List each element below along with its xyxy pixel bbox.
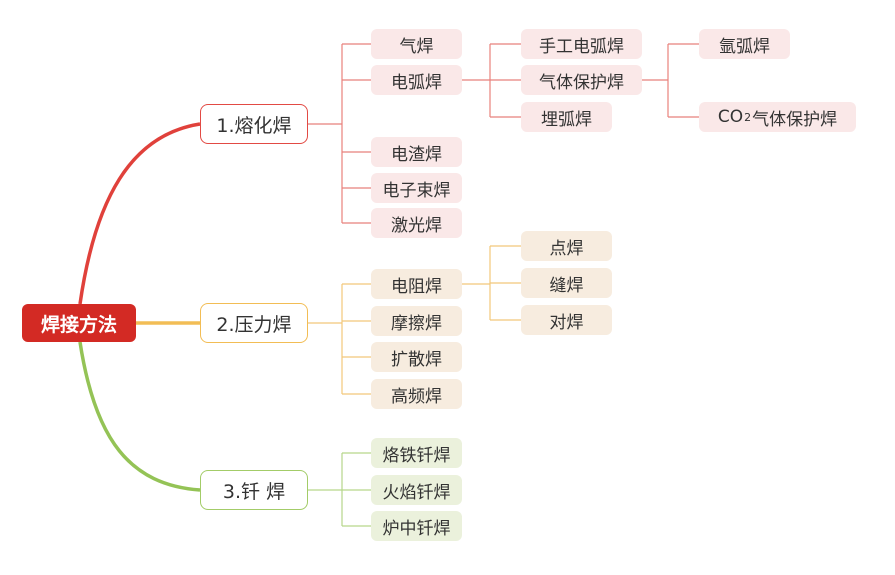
diffusion-welding-node[interactable]: 扩散焊 [371,342,462,372]
gas-shielded-welding-node[interactable]: 气体保护焊 [521,65,642,95]
brazing-node[interactable]: 3.钎 焊 [200,470,308,510]
pressure-connectors [308,245,521,395]
co2-label-co: CO [717,107,744,127]
butt-welding-node[interactable]: 对焊 [521,305,612,335]
co2-label-subscript: 2 [744,110,752,124]
root-node[interactable]: 焊接方法 [22,304,136,342]
co2-label-rest: 气体保护焊 [752,109,838,130]
flame-brazing-node[interactable]: 火焰钎焊 [371,475,462,505]
submerged-arc-welding-node[interactable]: 埋弧焊 [521,102,612,132]
arc-welding-node[interactable]: 电弧焊 [371,65,462,95]
electroslag-welding-node[interactable]: 电渣焊 [371,137,462,167]
fusion-welding-node[interactable]: 1.熔化焊 [200,104,308,144]
high-frequency-welding-node[interactable]: 高频焊 [371,379,462,409]
spot-welding-node[interactable]: 点焊 [521,231,612,261]
seam-welding-node[interactable]: 缝焊 [521,268,612,298]
gas-welding-node[interactable]: 气焊 [371,29,462,59]
manual-arc-welding-node[interactable]: 手工电弧焊 [521,29,642,59]
root-to-fusion-curve [78,122,201,305]
friction-welding-node[interactable]: 摩擦焊 [371,306,462,336]
resistance-welding-node[interactable]: 电阻焊 [371,269,462,299]
soldering-iron-brazing-node[interactable]: 烙铁钎焊 [371,438,462,468]
electron-beam-welding-node[interactable]: 电子束焊 [371,173,462,203]
brazing-connectors [308,452,371,527]
pressure-welding-node[interactable]: 2.压力焊 [200,303,308,343]
argon-arc-welding-node[interactable]: 氩弧焊 [699,29,790,59]
laser-welding-node[interactable]: 激光焊 [371,208,462,238]
fusion-connectors [308,43,699,224]
root-to-brazing-curve [78,341,201,492]
furnace-brazing-node[interactable]: 炉中钎焊 [371,511,462,541]
